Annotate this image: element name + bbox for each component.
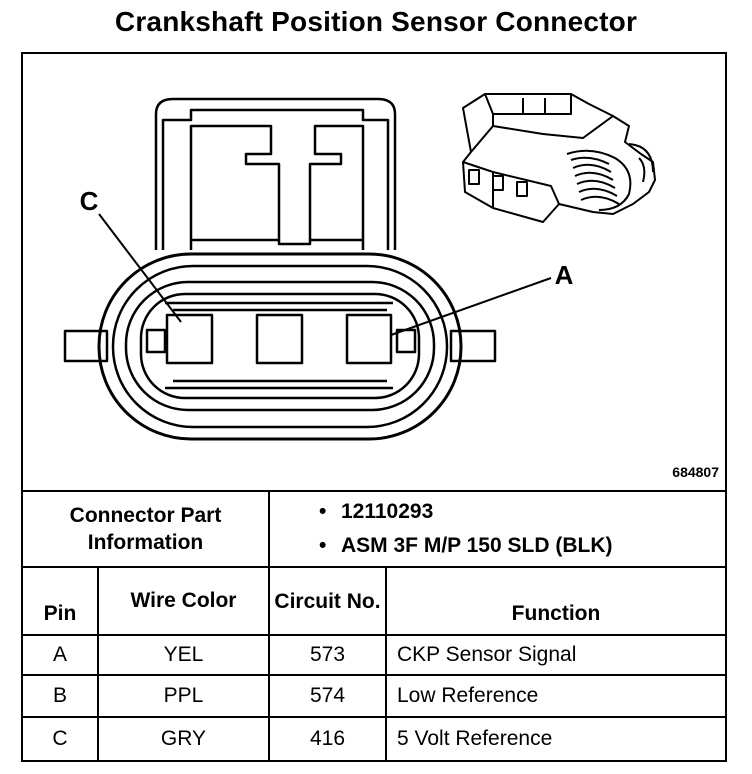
- table-cell-wire-color: PPL: [163, 684, 204, 707]
- column-header-circuit: Circuit No.: [274, 589, 381, 613]
- table-cell-pin: A: [52, 643, 67, 666]
- figure-number: 684807: [672, 464, 719, 480]
- connector-face: [139, 292, 421, 400]
- table-header-divider: [23, 634, 725, 636]
- pin-cavity-a: [345, 313, 393, 365]
- column-header-pin: Pin: [43, 602, 77, 625]
- table-cell-function: Low Reference: [397, 684, 539, 707]
- column-header-wire-color: Wire Color: [130, 589, 237, 612]
- connector-latch: [154, 97, 397, 250]
- column-divider: [385, 566, 387, 760]
- connector-body-inner: [124, 280, 436, 412]
- table-cell-pin: C: [52, 727, 68, 750]
- table-cell-circuit: 573: [309, 643, 346, 666]
- table-cell-circuit: 574: [309, 684, 346, 707]
- column-divider: [97, 566, 99, 760]
- pin-a-leader: [390, 277, 552, 336]
- part-info-label: Connector Part Information: [69, 504, 222, 554]
- table-divider: [23, 566, 725, 568]
- pin-c-label: C: [80, 186, 99, 216]
- pin-c-leader: [98, 213, 182, 323]
- table-row-divider: [23, 674, 725, 676]
- connector-diagram: C A: [63, 93, 656, 441]
- part-info-item: •ASM 3F M/P 150 SLD (BLK): [319, 534, 613, 557]
- right-side-tab: [449, 329, 497, 363]
- part-info-divider: [268, 490, 270, 566]
- table-top-border: [23, 490, 725, 492]
- table-cell-wire-color: YEL: [163, 643, 204, 666]
- table-cell-function: 5 Volt Reference: [397, 727, 553, 750]
- column-divider: [268, 566, 270, 760]
- pin-cavity-c: [165, 313, 214, 365]
- connector-sheet: C A 684807: [21, 52, 727, 762]
- connector-3d-view: [462, 93, 656, 223]
- part-info-item: •12110293: [319, 500, 434, 523]
- left-side-tab: [63, 329, 109, 363]
- connector-body-ring: [111, 264, 449, 429]
- table-cell-pin: B: [52, 684, 67, 707]
- table-cell-wire-color: GRY: [160, 727, 207, 750]
- connector-body-outer: [97, 252, 463, 441]
- page-title: Crankshaft Position Sensor Connector: [114, 6, 638, 37]
- column-header-function: Function: [511, 602, 601, 625]
- pin-a-label: A: [555, 260, 574, 290]
- table-cell-function: CKP Sensor Signal: [397, 643, 577, 666]
- table-cell-circuit: 416: [309, 727, 346, 750]
- table-row-divider: [23, 716, 725, 718]
- pin-cavity-b: [255, 313, 304, 365]
